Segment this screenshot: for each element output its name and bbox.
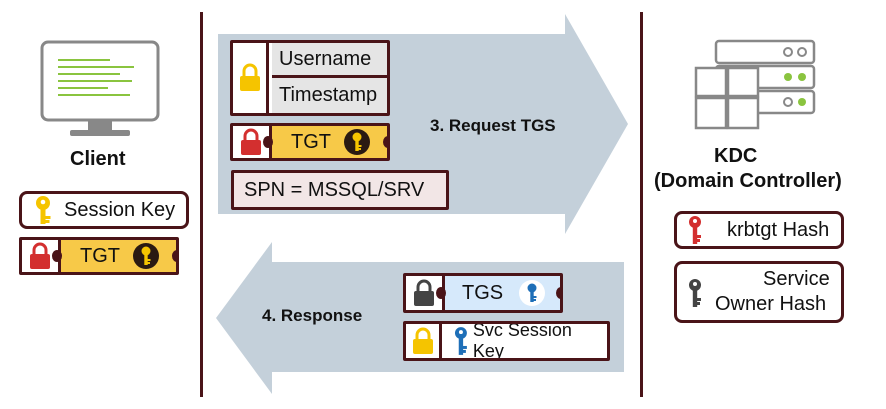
svc-session-key-box: Svc Session Key — [403, 321, 610, 361]
service-owner-hash-line2: Owner Hash — [715, 293, 827, 315]
session-key-badge: Session Key — [19, 191, 189, 229]
lock-icon — [239, 63, 260, 91]
lock-icon — [241, 128, 261, 155]
lock-icon — [414, 279, 434, 306]
key-coin-icon — [519, 280, 545, 306]
tgs-ticket: TGS — [403, 273, 563, 313]
authenticator-block: Username Timestamp — [230, 40, 390, 116]
tgs-label: TGS — [462, 282, 504, 304]
request-step-label: 3. Request TGS — [430, 116, 556, 135]
key-icon — [689, 279, 701, 307]
svc-session-key-label: Svc Session Key — [472, 321, 572, 361]
key-icon — [454, 327, 467, 355]
right-divider — [640, 12, 643, 397]
kdc-subtitle: (Domain Controller) — [654, 170, 842, 192]
response-step-label: 4. Response — [262, 306, 363, 325]
session-key-label: Session Key — [64, 198, 176, 221]
key-coin-icon — [133, 243, 159, 269]
service-owner-hash-line1: Service — [763, 268, 830, 290]
request-tgt-ticket: TGT — [230, 123, 390, 161]
lock-icon — [412, 327, 433, 354]
request-tgt-label: TGT — [291, 131, 331, 153]
krbtgt-hash-label: krbtgt Hash — [727, 218, 830, 241]
username-field: Username — [279, 47, 372, 70]
krbtgt-hash-badge: krbtgt Hash — [674, 211, 844, 249]
service-owner-hash-badge: Service Owner Hash — [674, 261, 844, 323]
key-icon — [36, 196, 51, 224]
kdc-title: KDC — [714, 145, 758, 167]
lock-icon — [30, 242, 50, 269]
client-tgt-label: TGT — [80, 245, 120, 267]
spn-box: SPN = MSSQL/SRV — [231, 170, 449, 210]
client-title: Client — [70, 148, 126, 170]
spn-label: SPN = MSSQL/SRV — [244, 178, 425, 201]
server-icon — [694, 39, 816, 130]
key-coin-icon — [344, 129, 370, 155]
client-tgt-ticket: TGT — [19, 237, 179, 275]
timestamp-field: Timestamp — [279, 84, 378, 106]
left-divider — [200, 12, 203, 397]
key-icon — [689, 216, 701, 244]
monitor-icon — [40, 40, 160, 136]
